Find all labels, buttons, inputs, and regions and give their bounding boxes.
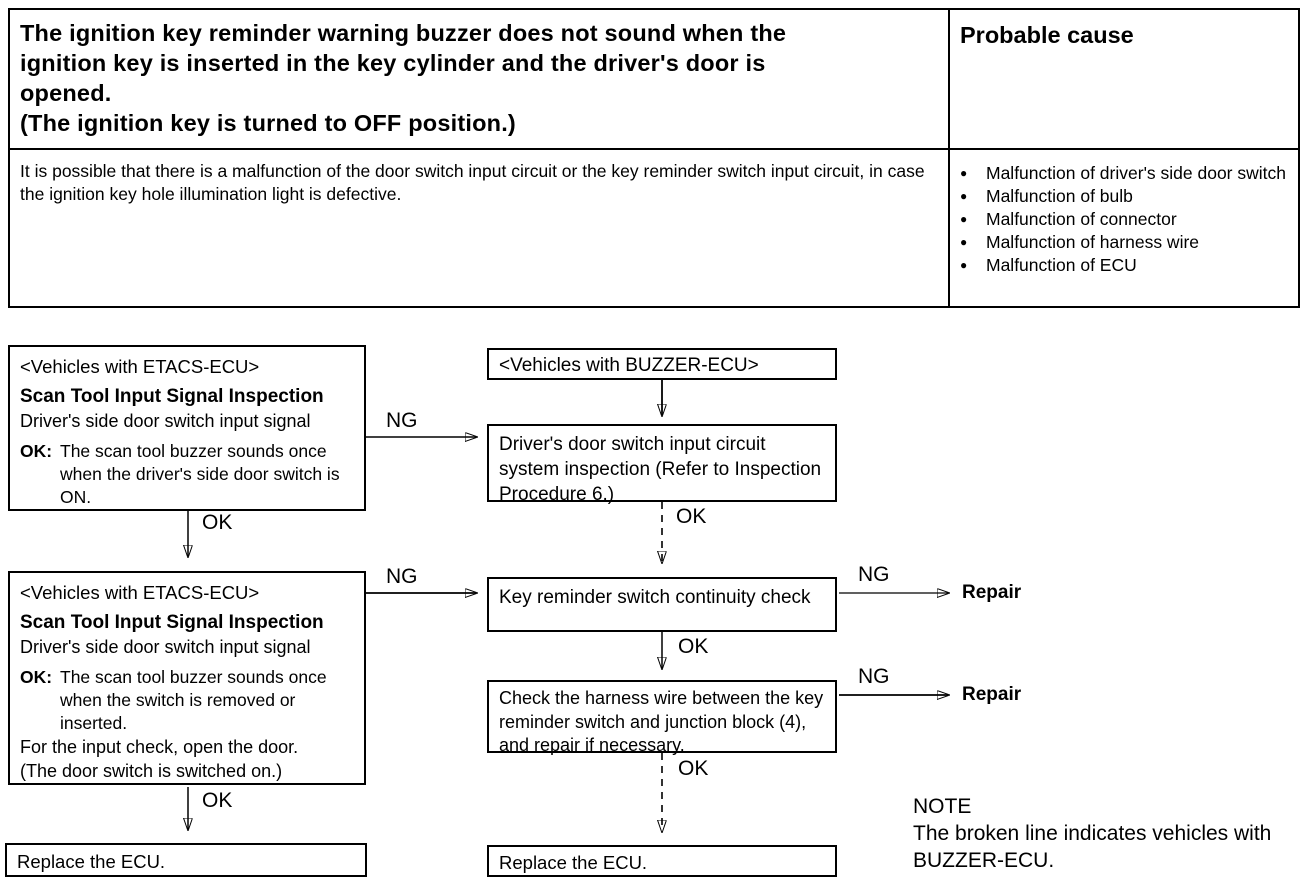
probable-cause-text: Malfunction of driver's side door switch (986, 163, 1286, 183)
table-column-divider (948, 10, 950, 306)
bullet-icon: ● (960, 235, 968, 249)
flow-box-buzzer-variant: <Vehicles with BUZZER-ECU> (487, 348, 837, 380)
box-subtitle: Driver's side door switch input signal (20, 411, 311, 431)
repair-terminal-label: Repair (962, 684, 1022, 705)
probable-cause-text: Malfunction of ECU (986, 255, 1137, 275)
edge-label-ok: OK (202, 511, 233, 534)
symptom-description: It is possible that there is a malfuncti… (20, 161, 925, 204)
bullet-icon: ● (960, 258, 968, 272)
edge-label-ng: NG (858, 563, 890, 586)
probable-cause-item: ● Malfunction of driver's side door swit… (960, 162, 1290, 185)
note-block: NOTE The broken line indicates vehicles … (913, 793, 1273, 874)
flow-box-etacs-scan-tool-1: <Vehicles with ETACS-ECU> Scan Tool Inpu… (8, 345, 366, 511)
probable-cause-list: ● Malfunction of driver's side door swit… (960, 162, 1290, 277)
box-text: Replace the ECU. (17, 851, 166, 872)
edge-label-ok: OK (678, 635, 709, 658)
vehicle-variant-label: <Vehicles with ETACS-ECU> (20, 582, 260, 603)
bullet-icon: ● (960, 166, 968, 180)
ok-result-text: The scan tool buzzer sounds once when th… (60, 441, 340, 507)
repair-terminal-label: Repair (962, 582, 1022, 603)
box-note-line: (The door switch is switched on.) (20, 761, 283, 781)
box-text: Driver's door switch input circuit syste… (499, 434, 822, 505)
ok-result-row: OK: The scan tool buzzer sounds once whe… (20, 666, 360, 735)
edge-label-ng: NG (386, 409, 418, 432)
probable-cause-header: Probable cause (960, 22, 1134, 48)
box-subtitle: Driver's side door switch input signal (20, 637, 311, 657)
symptom-line: ignition key is inserted in the key cyli… (20, 50, 766, 76)
probable-cause-text: Malfunction of bulb (986, 186, 1133, 206)
vehicle-variant-label: <Vehicles with BUZZER-ECU> (499, 355, 759, 376)
symptom-line: opened. (20, 80, 112, 106)
flow-box-replace-ecu-left: Replace the ECU. (5, 843, 367, 877)
box-text: Check the harness wire between the key r… (499, 688, 824, 755)
flow-box-replace-ecu-center: Replace the ECU. (487, 845, 837, 877)
probable-cause-item: ● Malfunction of connector (960, 208, 1290, 231)
flow-box-etacs-scan-tool-2: <Vehicles with ETACS-ECU> Scan Tool Inpu… (8, 571, 366, 785)
edge-label-ng: NG (858, 665, 890, 688)
edge-label-ok: OK (676, 505, 707, 528)
flow-box-harness-wire-check: Check the harness wire between the key r… (487, 680, 837, 755)
probable-cause-item: ● Malfunction of ECU (960, 254, 1290, 277)
box-text: Replace the ECU. (499, 852, 648, 873)
symptom-statement: The ignition key reminder warning buzzer… (20, 18, 940, 138)
bullet-icon: ● (960, 189, 968, 203)
symptom-table: The ignition key reminder warning buzzer… (8, 8, 1300, 308)
box-title: Scan Tool Input Signal Inspection (20, 612, 324, 633)
edge-label-ng: NG (386, 565, 418, 588)
edge-label-ok: OK (202, 789, 233, 812)
symptom-line: (The ignition key is turned to OFF posit… (20, 110, 516, 136)
ok-result-label: OK: (20, 667, 53, 687)
table-row-divider (10, 148, 1298, 150)
edge-label-ok: OK (678, 757, 709, 780)
flow-box-key-reminder-continuity-check: Key reminder switch continuity check (487, 577, 837, 632)
probable-cause-item: ● Malfunction of bulb (960, 185, 1290, 208)
note-title: NOTE (913, 795, 972, 818)
probable-cause-text: Malfunction of connector (986, 209, 1177, 229)
flow-box-door-switch-inspection: Driver's door switch input circuit syste… (487, 424, 837, 505)
box-title: Scan Tool Input Signal Inspection (20, 386, 324, 407)
ok-result-row: OK: The scan tool buzzer sounds once whe… (20, 440, 360, 509)
box-note-line: For the input check, open the door. (20, 737, 299, 757)
note-text: The broken line indicates vehicles with … (913, 822, 1272, 872)
ok-result-label: OK: (20, 441, 53, 461)
vehicle-variant-label: <Vehicles with ETACS-ECU> (20, 356, 260, 377)
symptom-line: The ignition key reminder warning buzzer… (20, 20, 787, 46)
bullet-icon: ● (960, 212, 968, 226)
ok-result-text: The scan tool buzzer sounds once when th… (60, 667, 327, 733)
probable-cause-item: ● Malfunction of harness wire (960, 231, 1290, 254)
box-text: Key reminder switch continuity check (499, 587, 811, 608)
probable-cause-text: Malfunction of harness wire (986, 232, 1200, 252)
